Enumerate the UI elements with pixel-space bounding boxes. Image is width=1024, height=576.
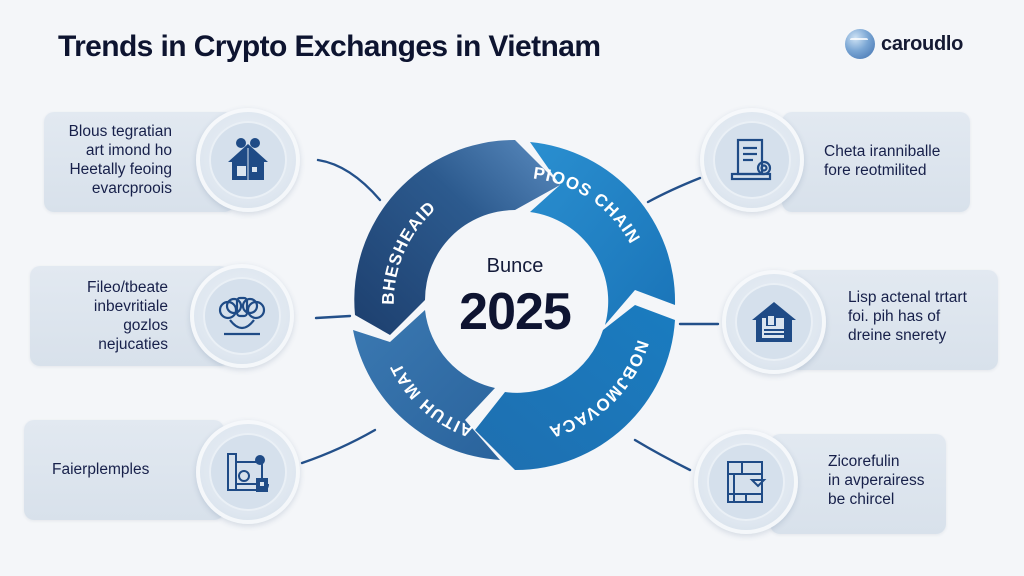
connector-right-bottom xyxy=(633,438,692,472)
bubble-left-3 xyxy=(196,420,300,524)
connector-left-bottom xyxy=(300,428,377,465)
card-right-3-text: Zicorefulin in avperairess be chircel xyxy=(828,453,925,508)
segment-top-left xyxy=(354,139,560,335)
center-label: Bunce xyxy=(486,255,544,277)
connector-left-middle xyxy=(314,314,352,320)
bubble-right-2 xyxy=(722,270,826,374)
connector-right-top xyxy=(646,176,702,204)
card-right-3: Zicorefulin in avperairess be chircel xyxy=(770,434,946,534)
bubble-right-3 xyxy=(694,430,798,534)
connector-left-top xyxy=(316,158,382,202)
floor-plan-icon xyxy=(727,461,767,503)
card-left-1-text: Blous tegratian art imond ho Heetally fe… xyxy=(68,123,172,197)
segment-bottom-left xyxy=(353,310,500,460)
bubble-right-1 xyxy=(700,108,804,212)
brand-name: caroudlo xyxy=(881,32,964,55)
house-icon xyxy=(228,138,268,180)
card-left-3-text: Faierplemples xyxy=(52,461,150,478)
brand-logo-icon xyxy=(845,29,875,59)
card-right-1-text: Cheta iranniballe fore reotmilited xyxy=(824,143,941,179)
bubble-left-1 xyxy=(196,108,300,212)
brand: caroudlo xyxy=(845,29,963,59)
center-year: 2025 xyxy=(459,283,572,341)
card-right-2-text: Lisp actenal trtart foi. pih has of drei… xyxy=(848,289,967,344)
segment-bottom-right xyxy=(475,305,675,470)
card-right-1: Cheta iranniballe fore reotmilited xyxy=(782,112,970,212)
segment-top-right xyxy=(530,142,676,325)
machinery-icon xyxy=(227,453,269,492)
cycle-diagram: BHESHEAID PIOOS CHAIN NOBJMOVACA AITUH M… xyxy=(353,139,676,470)
card-left-3: Faierplemples xyxy=(24,420,224,520)
bubble-left-2 xyxy=(190,264,294,368)
document-seal-icon xyxy=(730,138,772,181)
home-ledger-icon xyxy=(752,302,796,342)
card-left-2-text: Fileo/tbeate inbevritiale gozlos nejucat… xyxy=(87,279,168,353)
people-group-icon xyxy=(218,296,266,336)
page-title: Trends in Crypto Exchanges in Vietnam xyxy=(58,30,601,63)
